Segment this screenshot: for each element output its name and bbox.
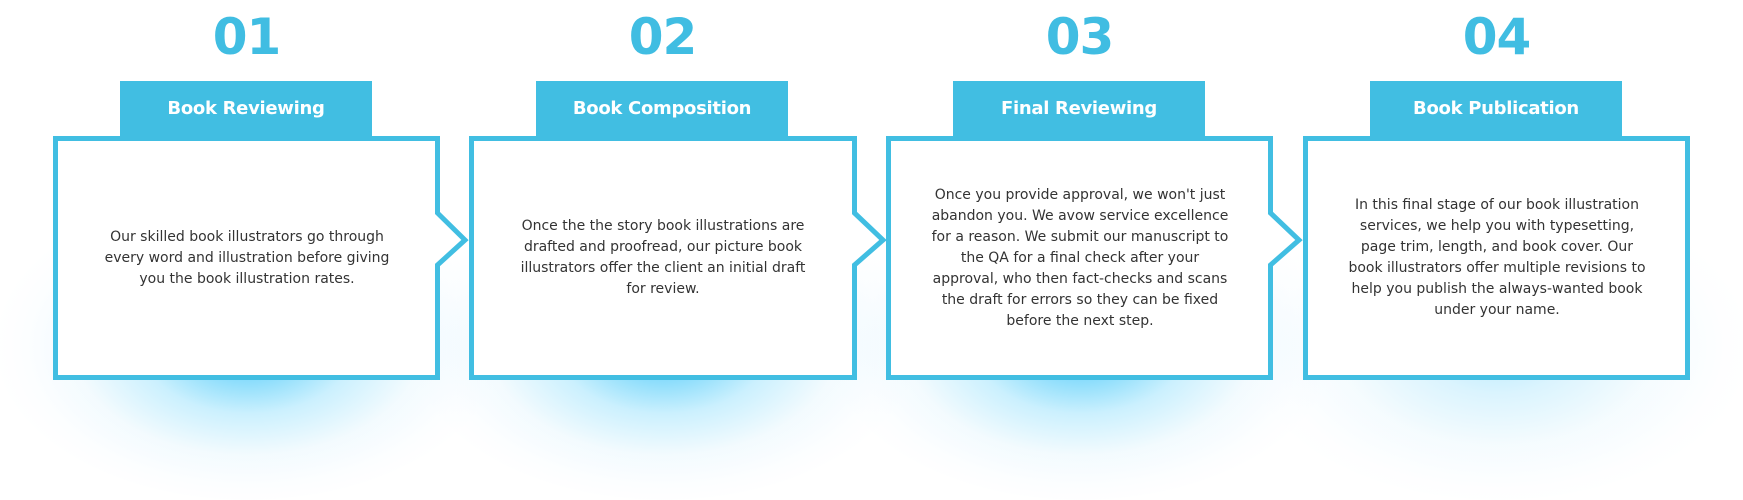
step-card: Once you provide approval, we won't just…: [886, 136, 1303, 380]
step-description: Our skilled book illustrators go through…: [104, 228, 390, 287]
step-number: 02: [628, 8, 698, 66]
step-description: Once you provide approval, we won't just…: [931, 186, 1229, 329]
step-title-tab: Book Publication: [1370, 81, 1622, 137]
step-number: 03: [1045, 8, 1115, 66]
step-description: Once the the story book illustrations ar…: [520, 218, 806, 297]
card-border-with-arrow-icon: [469, 136, 887, 380]
step-card: In this final stage of our book illustra…: [1303, 136, 1690, 380]
process-step-4: 04 Book Publication In this final stage …: [1243, 0, 1743, 500]
step-card: Once the the story book illustrations ar…: [469, 136, 887, 380]
process-step-2: 02 Book Composition Once the the story b…: [409, 0, 919, 500]
step-description: In this final stage of our book illustra…: [1348, 197, 1646, 318]
step-number: 01: [212, 8, 282, 66]
process-step-1: 01 Book Reviewing Our skilled book illus…: [0, 0, 503, 500]
card-border-with-arrow-icon: [53, 136, 469, 380]
card-border-icon: [1303, 136, 1690, 380]
step-card: Our skilled book illustrators go through…: [53, 136, 469, 380]
step-title-tab: Book Composition: [536, 81, 788, 137]
process-step-3: 03 Final Reviewing Once you provide appr…: [826, 0, 1336, 500]
step-title-tab: Final Reviewing: [953, 81, 1205, 137]
card-border-with-arrow-icon: [886, 136, 1303, 380]
step-number: 04: [1462, 8, 1532, 66]
step-title-tab: Book Reviewing: [120, 81, 372, 137]
